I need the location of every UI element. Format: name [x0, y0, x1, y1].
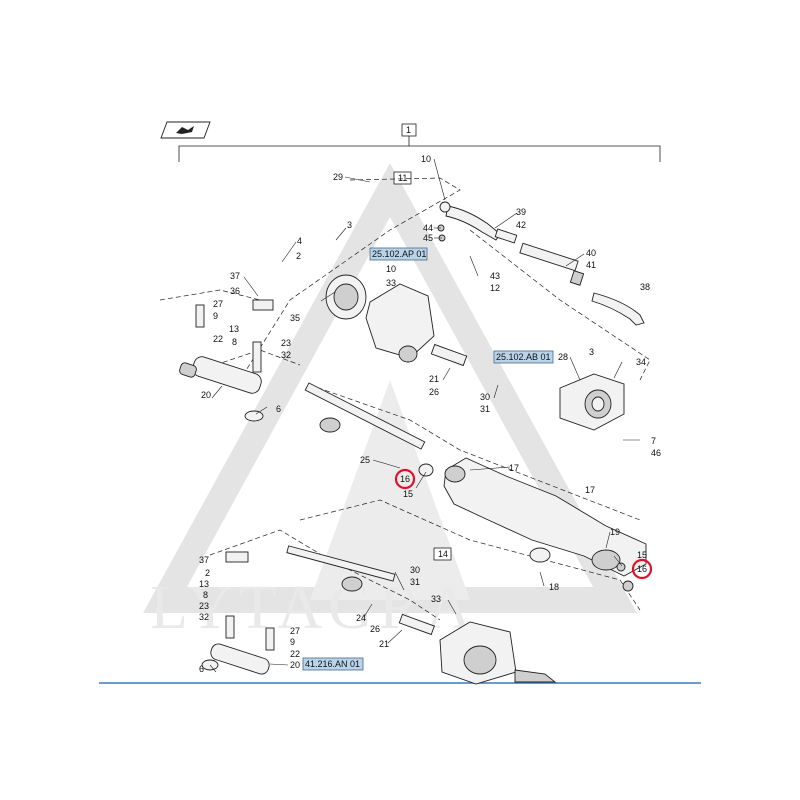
callout-19: 19 — [610, 527, 620, 537]
highlight-circle-left — [394, 468, 416, 490]
callout-22b: 22 — [290, 649, 300, 659]
callout-4a: 4 — [297, 236, 302, 246]
callout-44: 44 — [423, 223, 433, 233]
callout-10b: 10 — [386, 264, 396, 274]
callout-8b: 8 — [203, 590, 208, 600]
callout-13b: 13 — [199, 579, 209, 589]
reference-link-ab[interactable]: 25.102.AB 01 — [496, 352, 551, 362]
group-number-14: 14 — [438, 549, 448, 559]
watermark-logo: LYTAGRA — [143, 162, 637, 642]
wheel-hub-bottom — [439, 621, 557, 685]
drive-shaft-upper — [304, 382, 434, 477]
callout-36: 36 — [230, 286, 240, 296]
callout-2b: 2 — [205, 568, 210, 578]
callout-33b: 33 — [431, 594, 441, 604]
callout-20a: 20 — [201, 390, 211, 400]
callout-30b: 30 — [410, 565, 420, 575]
callout-42: 42 — [516, 220, 526, 230]
watermark-text: LYTAGRA — [150, 574, 477, 642]
callout-9a: 9 — [213, 311, 218, 321]
callout-15b: 15 — [637, 550, 647, 560]
callout-15a: 15 — [403, 489, 413, 499]
callout-6a: 6 — [276, 404, 281, 414]
callout-31b: 31 — [410, 577, 420, 587]
assembly-number: 1 — [406, 125, 411, 135]
reference-box-ap[interactable]: 25.102.AP 01 — [369, 247, 428, 261]
callout-32a: 32 — [281, 350, 291, 360]
callout-21a: 21 — [429, 374, 439, 384]
callout-31a: 31 — [480, 404, 490, 414]
reference-box-ab[interactable]: 25.102.AB 01 — [493, 350, 554, 364]
callout-10a: 10 — [421, 154, 431, 164]
tie-rod-assembly — [437, 201, 645, 326]
callout-9b: 9 — [290, 637, 295, 647]
callout-46: 46 — [651, 448, 661, 458]
steering-cylinder-top — [179, 299, 274, 422]
callout-43: 43 — [490, 271, 500, 281]
callout-labels: 10 29 3 39 44 42 45 4 2 40 41 43 12 37 3… — [199, 154, 661, 674]
reference-link-an[interactable]: 41.216.AN 01 — [305, 659, 360, 669]
callout-2a: 2 — [296, 251, 301, 261]
callout-16-right: 16 — [637, 564, 647, 574]
callout-26b: 26 — [370, 624, 380, 634]
callout-21b: 21 — [379, 639, 389, 649]
callout-3a: 3 — [347, 220, 352, 230]
assembly-bracket: 1 — [178, 123, 661, 162]
callout-20b: 20 — [290, 660, 300, 670]
callout-29: 29 — [333, 172, 343, 182]
assembly-number-box: 1 — [401, 123, 417, 137]
callout-25: 25 — [360, 455, 370, 465]
callout-13a: 13 — [229, 324, 239, 334]
callout-22a: 22 — [213, 334, 223, 344]
callout-28: 28 — [558, 352, 568, 362]
callout-39: 39 — [516, 207, 526, 217]
callout-24: 24 — [356, 613, 366, 623]
group-box-11: 11 — [393, 171, 412, 185]
callout-23b: 23 — [199, 601, 209, 611]
callout-41: 41 — [586, 260, 596, 270]
highlight-circle-right — [631, 558, 653, 580]
callout-6b: 6 — [199, 664, 204, 674]
reference-link-ap[interactable]: 25.102.AP 01 — [372, 249, 426, 259]
callout-45: 45 — [423, 233, 433, 243]
callout-8a: 8 — [232, 337, 237, 347]
callout-35: 35 — [290, 313, 300, 323]
callout-23a: 23 — [281, 338, 291, 348]
callout-30a: 30 — [480, 392, 490, 402]
book-icon — [160, 121, 211, 139]
callout-37a: 37 — [230, 271, 240, 281]
callout-12: 12 — [490, 283, 500, 293]
callout-18: 18 — [549, 582, 559, 592]
group-number-11: 11 — [398, 173, 407, 183]
callout-38: 38 — [640, 282, 650, 292]
callout-33a: 33 — [386, 278, 396, 288]
callout-16-left: 16 — [400, 474, 410, 484]
callout-34: 34 — [636, 357, 646, 367]
drive-shaft-lower — [286, 545, 435, 636]
callout-17a: 17 — [509, 463, 519, 473]
group-box-14: 14 — [433, 547, 452, 561]
callout-40: 40 — [586, 248, 596, 258]
callout-27b: 27 — [290, 626, 300, 636]
callout-17b: 17 — [585, 485, 595, 495]
wheel-hub-right — [559, 373, 625, 431]
callout-37b: 37 — [199, 555, 209, 565]
axle-housing — [443, 457, 647, 592]
leader-lines — [209, 158, 640, 673]
steering-cylinder-bottom — [201, 551, 275, 675]
callout-27a: 27 — [213, 299, 223, 309]
callout-32b: 32 — [199, 612, 209, 622]
reference-box-an[interactable]: 41.216.AN 01 — [302, 657, 364, 671]
callout-7: 7 — [651, 436, 656, 446]
differential-housing-top — [325, 274, 468, 367]
callout-3b: 3 — [589, 347, 594, 357]
callout-26a: 26 — [429, 387, 439, 397]
